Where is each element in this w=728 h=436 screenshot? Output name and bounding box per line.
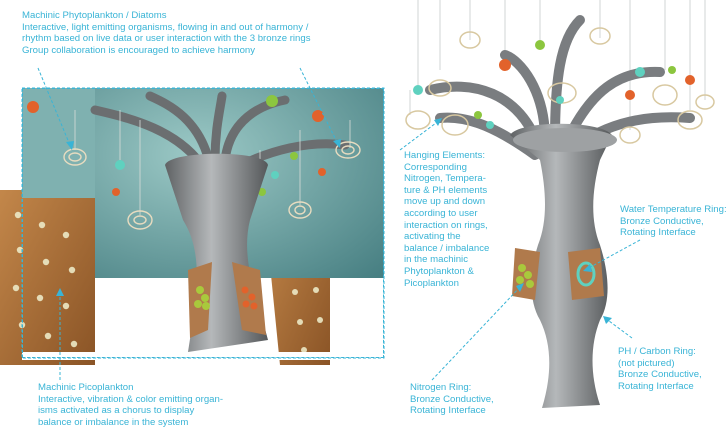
render-panel-frame [22,88,384,358]
ph-ring-line-3: Bronze Conductive, [618,369,728,381]
ph-ring-line-2: (not pictured) [618,358,728,370]
ph-ring-caption: PH / Carbon Ring: (not pictured) Bronze … [618,346,728,392]
hanging-line-4: ture & PH elements [404,185,512,197]
hanging-line-7: interaction on rings, [404,220,512,232]
hanging-line-8: activating the [404,231,512,243]
picoplankton-line-1: Interactive, vibration & color emitting … [38,394,258,406]
diatoms-line-2: rhythm based on live data or user intera… [22,33,382,45]
water-ring-caption: Water Temperature Ring: Bronze Conductiv… [620,204,728,239]
diatoms-line-1: Interactive, light emitting organisms, f… [22,22,382,34]
nitrogen-ring-line-2: Bronze Conductive, [410,394,520,406]
picoplankton-title: Machinic Picoplankton [38,382,258,394]
hanging-line-12: Picoplankton [404,278,512,290]
hanging-line-10: in the machinic [404,254,512,266]
nitrogen-ring-caption: Nitrogen Ring: Bronze Conductive, Rotati… [410,382,520,417]
diatoms-line-3: Group collaboration is encouraged to ach… [22,45,382,57]
hanging-line-3: Nitrogen, Tempera- [404,173,512,185]
hanging-line-2: Corresponding [404,162,512,174]
nitrogen-ring-line-3: Rotating Interface [410,405,520,417]
picoplankton-caption: Machinic Picoplankton Interactive, vibra… [38,382,258,428]
diatoms-caption: Machinic Phytoplankton / Diatoms Interac… [22,10,382,56]
hanging-line-11: Phytoplankton & [404,266,512,278]
hanging-elements-caption: Hanging Elements: Corresponding Nitrogen… [404,150,512,289]
hanging-line-5: move up and down [404,196,512,208]
hanging-line-1: Hanging Elements: [404,150,512,162]
water-ring-line-1: Water Temperature Ring: [620,204,728,216]
diatoms-title: Machinic Phytoplankton / Diatoms [22,10,382,22]
ph-ring-line-1: PH / Carbon Ring: [618,346,728,358]
hanging-line-6: according to user [404,208,512,220]
ph-ring-line-4: Rotating Interface [618,381,728,393]
water-ring-line-2: Bronze Conductive, [620,216,728,228]
nitrogen-ring-line-1: Nitrogen Ring: [410,382,520,394]
picoplankton-line-2: isms activated as a chorus to display [38,405,258,417]
hanging-line-9: balance / imbalance [404,243,512,255]
picoplankton-line-3: balance or imbalance in the system [38,417,258,429]
water-ring-line-3: Rotating Interface [620,227,728,239]
